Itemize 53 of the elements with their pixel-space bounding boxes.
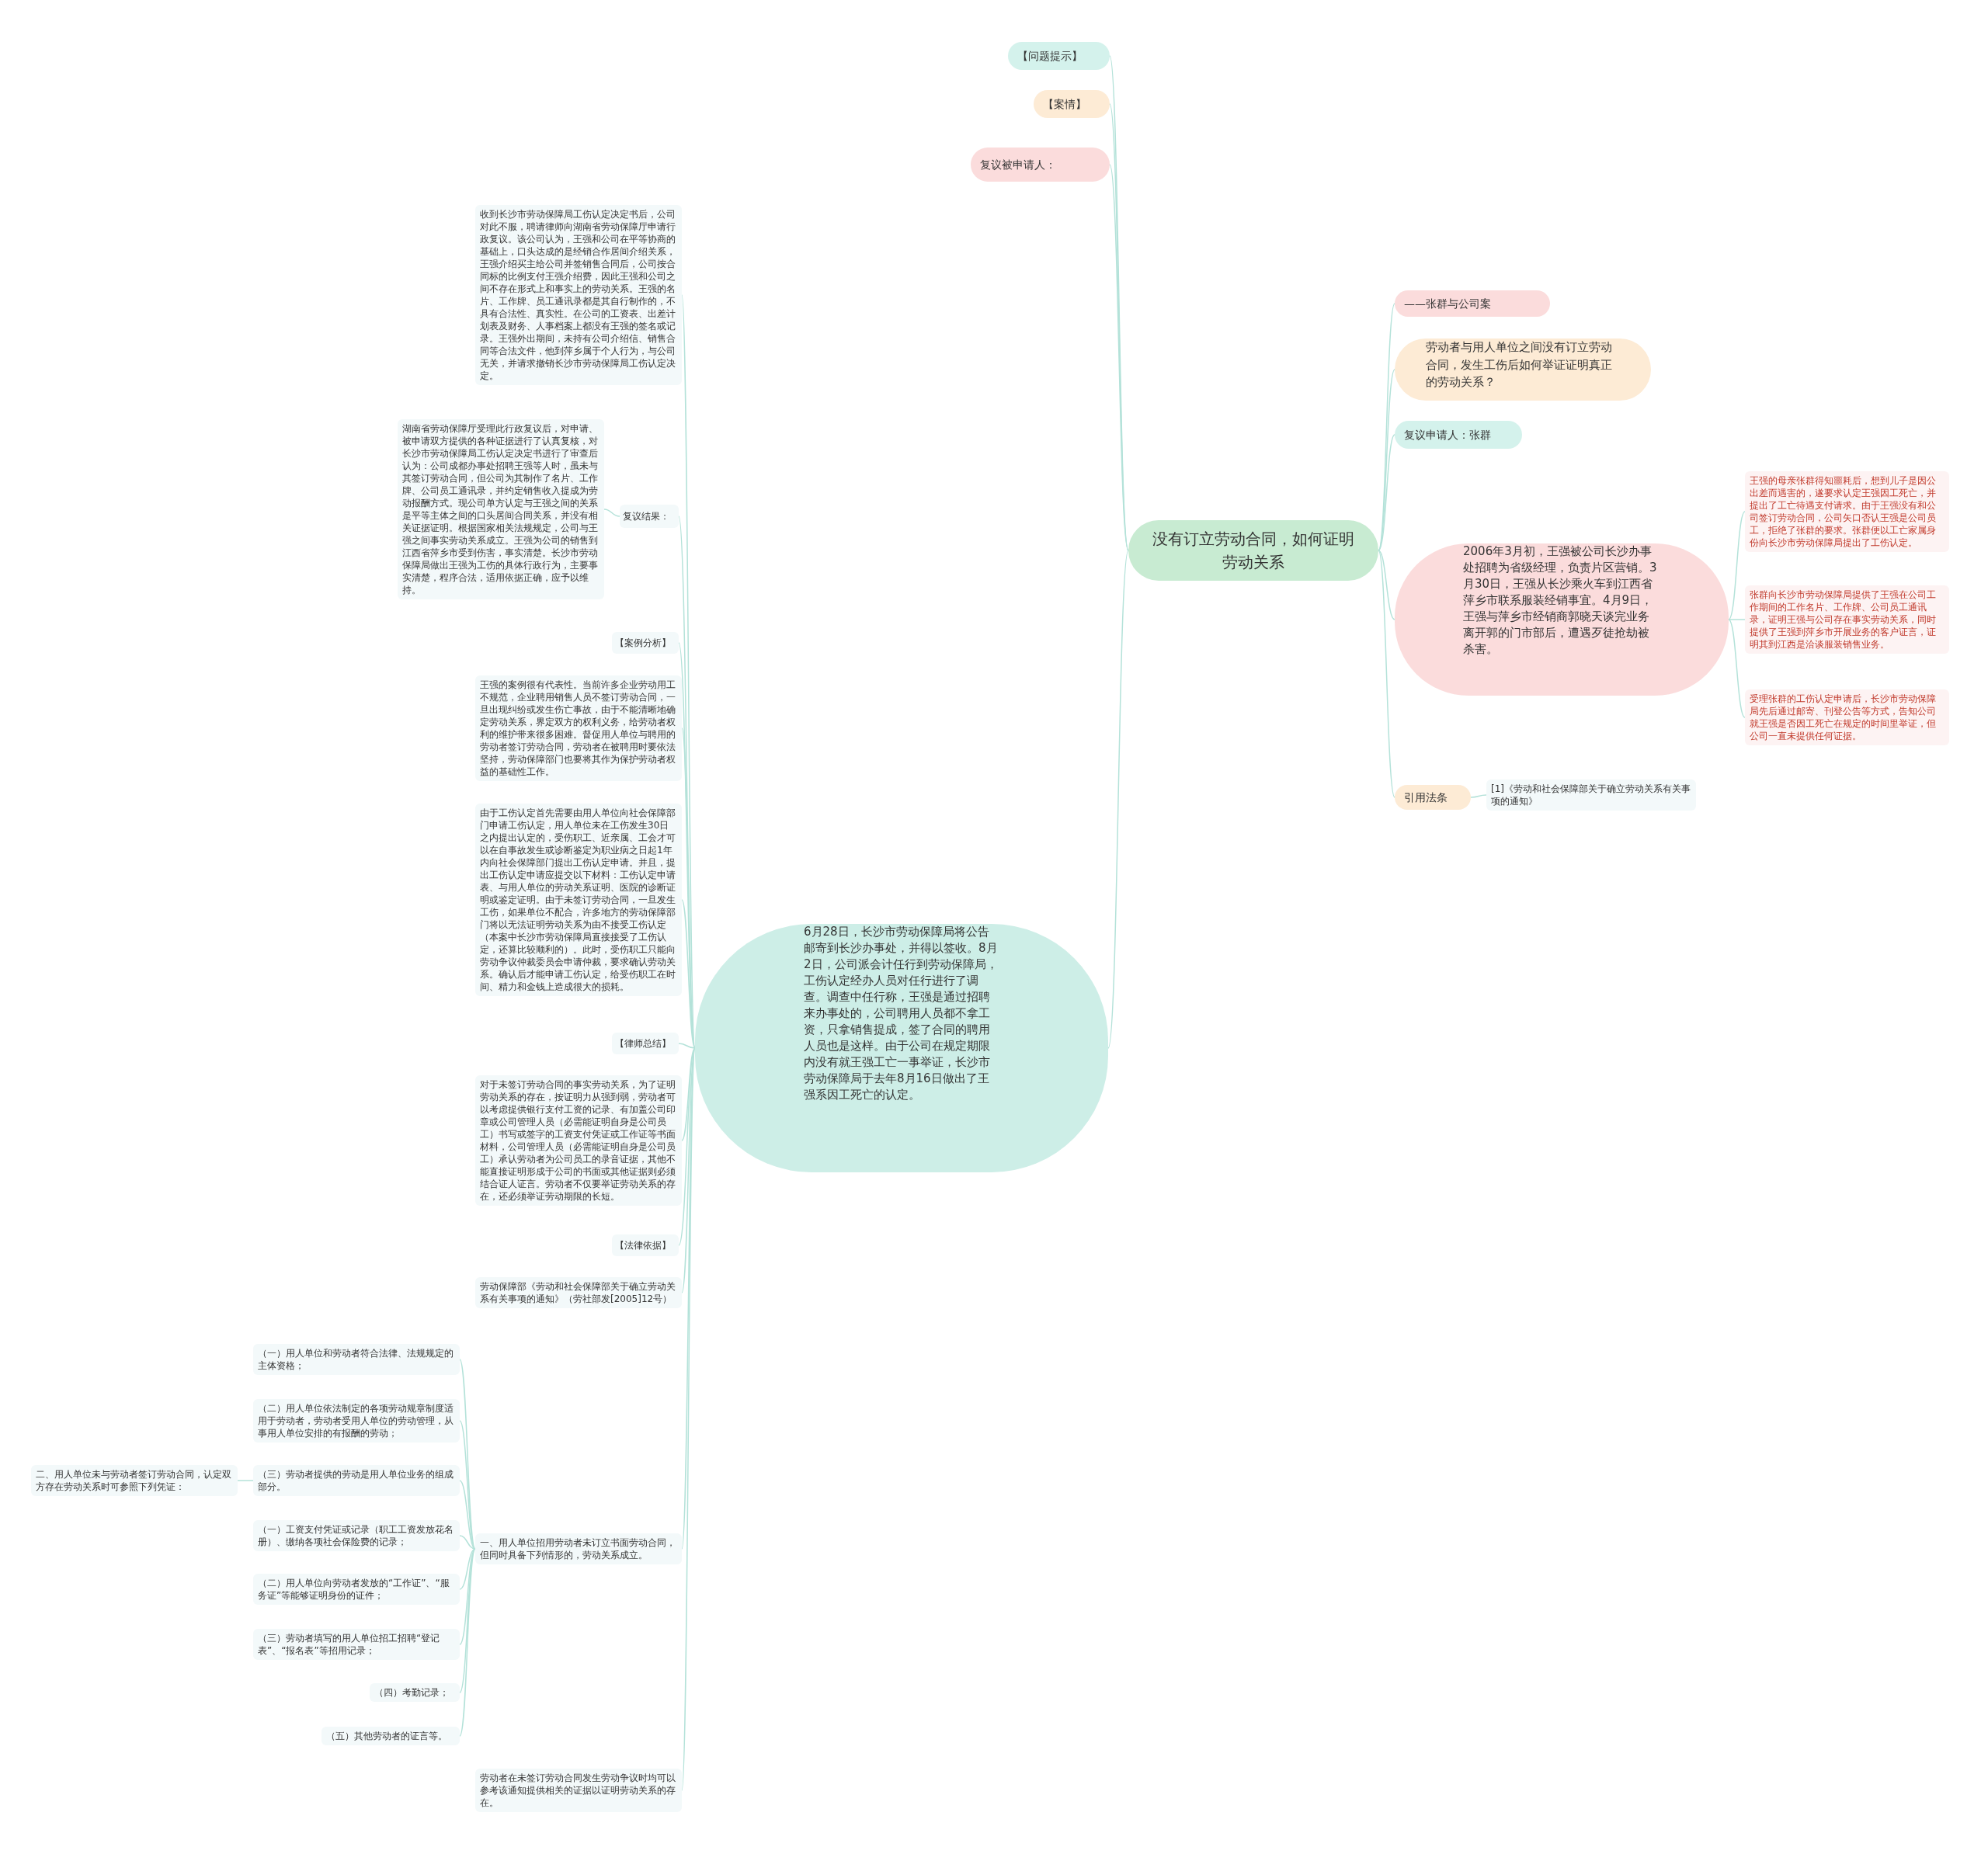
note-card: 一、用人单位招用劳动者未订立书面劳动合同，但同时具备下列情形的，劳动关系成立。: [475, 1533, 682, 1564]
connector-line: [678, 1047, 696, 1246]
connector-line: [1378, 434, 1395, 551]
topic-bubble: 2006年3月初，王强被公司长沙办事处招聘为省级经理，负责片区营销。3月30日，王强从长沙乘火车到江西省萍乡市联系服装经销事宜。4月9日，王强与萍乡市经销商郭晓天谈完业务离开郭的门市部后，遭遇歹徒抢劫被杀害。: [1395, 543, 1729, 696]
note-card: 张群向长沙市劳动保障局提供了王强在公司工作期间的工作名片、工作牌、公司员工通讯录，证明王强与公司存在事实劳动关系，同时提供了王强到萍乡市开展业务的客户证言，证明其到江西是洽谈服装销售业务。: [1745, 585, 1949, 654]
connector-line: [1728, 619, 1746, 718]
connector-line: [1728, 511, 1746, 620]
note-card: 二、用人单位未与劳动者签订劳动合同，认定双方存在劳动关系时可参照下列凭证：: [31, 1465, 238, 1496]
connector-line: [1107, 550, 1129, 1049]
connector-line: [1470, 794, 1487, 798]
section-tag: 【律师总结】: [612, 1033, 679, 1054]
connector-line: [459, 1548, 476, 1737]
connector-line: [459, 1480, 476, 1550]
topic-pill: 【问题提示】: [1008, 42, 1110, 70]
note-card: （三）劳动者提供的劳动是用人单位业务的组成部分。: [253, 1465, 460, 1496]
connector-line: [681, 1047, 696, 1141]
note-card: （二）用人单位依法制定的各项劳动规章制度适用于劳动者，劳动者受用人单位的劳动管理，从事用人单位安排的有报酬的劳动；: [253, 1399, 460, 1443]
connector-line: [603, 509, 620, 517]
connector-line: [1728, 619, 1746, 620]
note-card: 由于工伤认定首先需要由用人单位向社会保障部门申请工伤认定，用人单位未在工伤发生30日之内提出认定的，受伤职工、近亲属、工会才可以在自事故发生或诊断鉴定为职业病之日起1年内向社会保障部门提出工伤认定申请。并且，提出工伤认定申请应提交以下材料：工伤认定申请表、与用人单位的劳动关系证明、医院的诊断证明或鉴定证明。由于未签订劳动合同，一旦发生工伤，如果单位不配合，许多地方的劳动保障部门将以无法证明劳动关系为由不接受工伤认定（本案中长沙市劳动保障局直接接受了工伤认定，还算比较顺利的）。此时，受伤职工只能向劳动争议仲裁委员会申请仲裁，要求确认劳动关系。确认后才能申请工伤认定，给受伤职工在时间、精力和金钱上造成很大的损耗。: [475, 804, 682, 996]
note-card: （二）用人单位向劳动者发放的“工作证”、“服务证”等能够证明身份的证件；: [253, 1574, 460, 1605]
note-card: 湖南省劳动保障厅受理此行政复议后，对申请、被申请双方提供的各种证据进行了认真复核，对长沙市劳动保障局工伤认定决定书进行了审查后认为：公司成都办事处招聘王强等人时，虽未与其签订劳动合同，但公司为其制作了名片、工作牌、公司员工通讯录，并约定销售收入提成为劳动报酬方式。现公司单方认定与王强之间的关系是平等主体之间的口头居间合同关系，并没有相关证据证明。根据国家相关法规规定，公司与王强之间事实劳动关系成立。王强为公司的销售到江西省萍乡市受到伤害，事实清楚。长沙市劳动保障局做出王强为工伤的具体行政行为，主要事实清楚，程序合法，适用依据正确，应予以维持。: [398, 419, 604, 599]
note-card: 受理张群的工伤认定申请后，长沙市劳动保障局先后通过邮寄、刊登公告等方式，告知公司就王强是否因工死亡在规定的时间里举证，但公司一直未提供任何证据。: [1745, 689, 1949, 745]
note-card: 劳动保障部《劳动和社会保障部关于确立劳动关系有关事项的通知》（劳社部发[2005]12号）: [475, 1277, 682, 1308]
connector-line: [459, 1535, 476, 1550]
note-card: （四）考勤记录；: [370, 1683, 460, 1702]
connector-line: [237, 1480, 254, 1481]
connector-line: [678, 1043, 696, 1049]
topic-pill: 引用法条: [1395, 785, 1471, 810]
note-card: （一）工资支付凭证或记录（职工工资发放花名册）、缴纳各项社会保险费的记录；: [253, 1520, 460, 1551]
section-tag: 【法律依据】: [612, 1234, 679, 1256]
note-card: 对于未签订劳动合同的事实劳动关系，为了证明劳动关系的存在，按证明力从强到弱，劳动者可以考虑提供银行支付工资的记录、有加盖公司印章或公司管理人员（必需能证明自身是公司员工）书写或签字的工资支付凭证或工作证等书面材料，公司管理人员（必需能证明自身是公司员工）承认劳动者为公司员工的录音证据，其他不能直接证明形成于公司的书面或其他证据则必须结合证人证言。劳动者不仅要举证劳动关系的存在，还必须举证劳动期限的长短。: [475, 1075, 682, 1206]
note-card: 劳动者在未签订劳动合同发生劳动争议时均可以参考该通知提供相关的证据以证明劳动关系的存在。: [475, 1769, 682, 1812]
connector-line: [459, 1548, 476, 1590]
connector-line: [681, 899, 696, 1049]
note-card: 王强的案例很有代表性。当前许多企业劳动用工不规范，企业聘用销售人员不签订劳动合同，一旦出现纠纷或发生伤亡事故，由于不能清晰地确定劳动关系，界定双方的权利义务，给劳动者权利的维护带来很多困难。督促用人单位与聘用的劳动者签订劳动合同，劳动者在被聘用时要依法坚持，劳动保障部门也要将其作为保护劳动者权益的基础性工作。: [475, 675, 682, 781]
note-card: 王强的母亲张群得知噩耗后，想到儿子是因公出差而遇害的，遂要求认定王强因工死亡，并提出了工亡待遇支付请求。由于王强没有和公司签订劳动合同，公司矢口否认王强是公司员工，拒绝了张群的要求。张群便以工亡家属身份向长沙市劳动保障局提出了工伤认定。: [1745, 471, 1949, 552]
topic-pill: 【案情】: [1034, 90, 1110, 118]
topic-bubble: 劳动者与用人单位之间没有订立劳动合同，发生工伤后如何举证证明真正的劳动关系？: [1395, 339, 1651, 401]
note-card: （一）用人单位和劳动者符合法律、法规规定的主体资格；: [253, 1344, 460, 1375]
connector-line: [459, 1548, 476, 1645]
note-card: （三）劳动者填写的用人单位招工招聘“登记表”、“报名表”等招用记录；: [253, 1629, 460, 1660]
topic-bubble: 6月28日，长沙市劳动保障局将公告邮寄到长沙办事处，并得以签收。8月2日，公司派会计任行到劳动保障局，工伤认定经办人员对任行进行了调查。调查中任行称，王强是通过招聘来办事处的，公司聘用人员都不拿工资，只拿销售提成，签了合同的聘用人员也是这样。由于公司在规定期限内没有就王强工亡一事举证，长沙市劳动保障局于去年8月16日做出了王强系因工死亡的认定。: [695, 924, 1108, 1172]
note-card: 收到长沙市劳动保障局工伤认定决定书后，公司对此不服，聘请律师向湖南省劳动保障厅申请行政复议。该公司认为，王强和公司在平等协商的基础上，口头达成的是经销合作居间介绍关系，王强介绍买主给公司并签销售合同后，公司按合同标的比例支付王强介绍费，因此王强和公司之间不存在形式上和事实上的劳动关系。王强的名片、工作牌、员工通讯录都是其自行制作的，不具有合法性、真实性。在公司的工资表、出差计划表及财务、人事档案上都没有王强的签名或记录。王强外出期间，未持有公司介绍信、销售合同等合法文件，他到萍乡属于个人行为，与公司无关，并请求撤销长沙市劳动保障局工伤认定决定。: [475, 205, 682, 385]
section-tag: 复议结果：: [620, 505, 679, 528]
note-card: （五）其他劳动者的证言等。: [321, 1727, 460, 1745]
topic-pill: 复议申请人：张群: [1395, 421, 1522, 449]
central-topic: 没有订立劳动合同，如何证明劳动关系: [1128, 520, 1378, 581]
topic-pill: ——张群与公司案: [1395, 290, 1550, 317]
connector-line: [1378, 550, 1395, 620]
note-card: [1]《劳动和社会保障部关于确立劳动关系有关事项的通知》: [1486, 779, 1696, 811]
section-tag: 【案例分析】: [612, 632, 679, 654]
topic-pill: 复议被申请人：: [971, 148, 1110, 182]
